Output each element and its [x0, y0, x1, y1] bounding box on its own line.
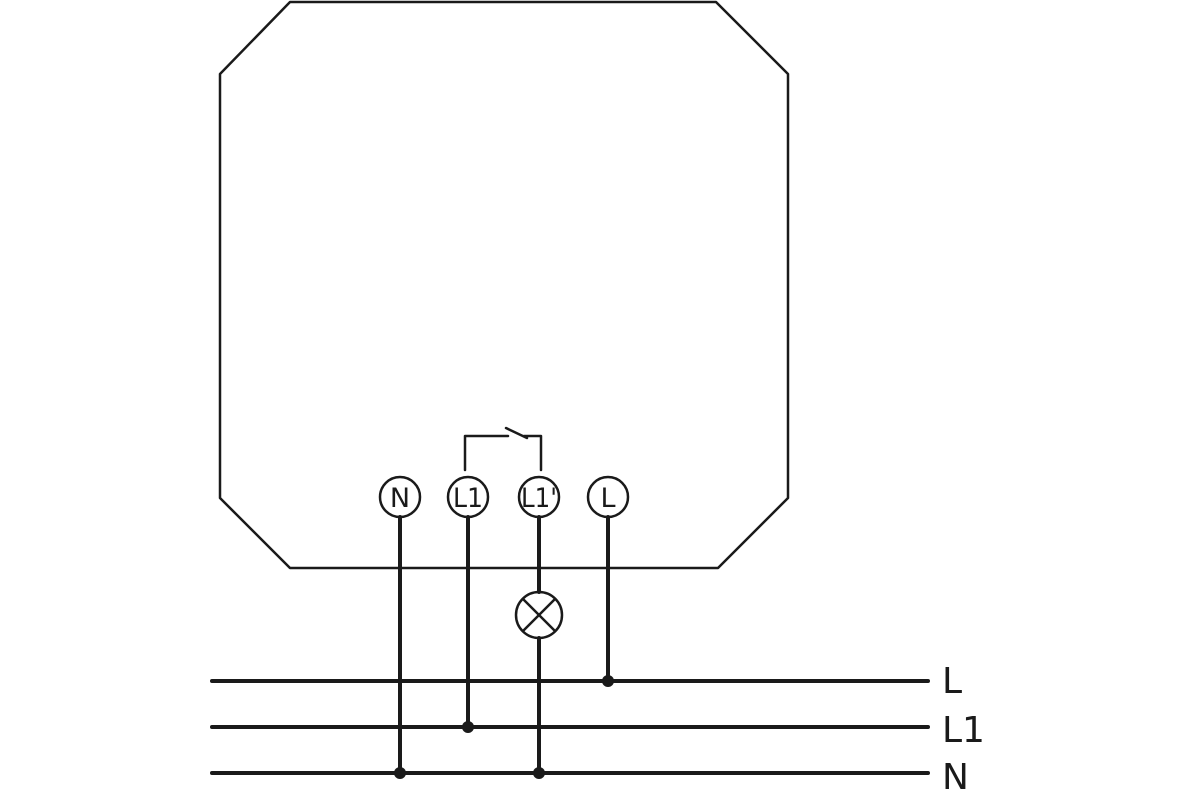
terminal-label-n: N: [390, 483, 410, 514]
relay-contact: [463, 426, 543, 472]
bus-label-n: N: [942, 757, 969, 798]
terminal-l1-prime: L1': [517, 475, 561, 519]
bus-label-l: L: [942, 661, 962, 702]
terminal-label-l: L: [600, 483, 615, 514]
device-housing: [218, 0, 790, 570]
junction-dot: [602, 675, 614, 687]
bus-label-l1: L1: [942, 710, 985, 751]
terminal-n: N: [378, 475, 422, 519]
junction-dot: [394, 767, 406, 779]
terminal-label-l1: L1: [453, 483, 483, 514]
terminal-label-l1-prime: L1': [521, 483, 557, 514]
terminal-l1: L1: [446, 475, 490, 519]
terminal-l: L: [586, 475, 630, 519]
lamp-icon: [514, 590, 564, 640]
junction-dot: [533, 767, 545, 779]
junction-dot: [462, 721, 474, 733]
